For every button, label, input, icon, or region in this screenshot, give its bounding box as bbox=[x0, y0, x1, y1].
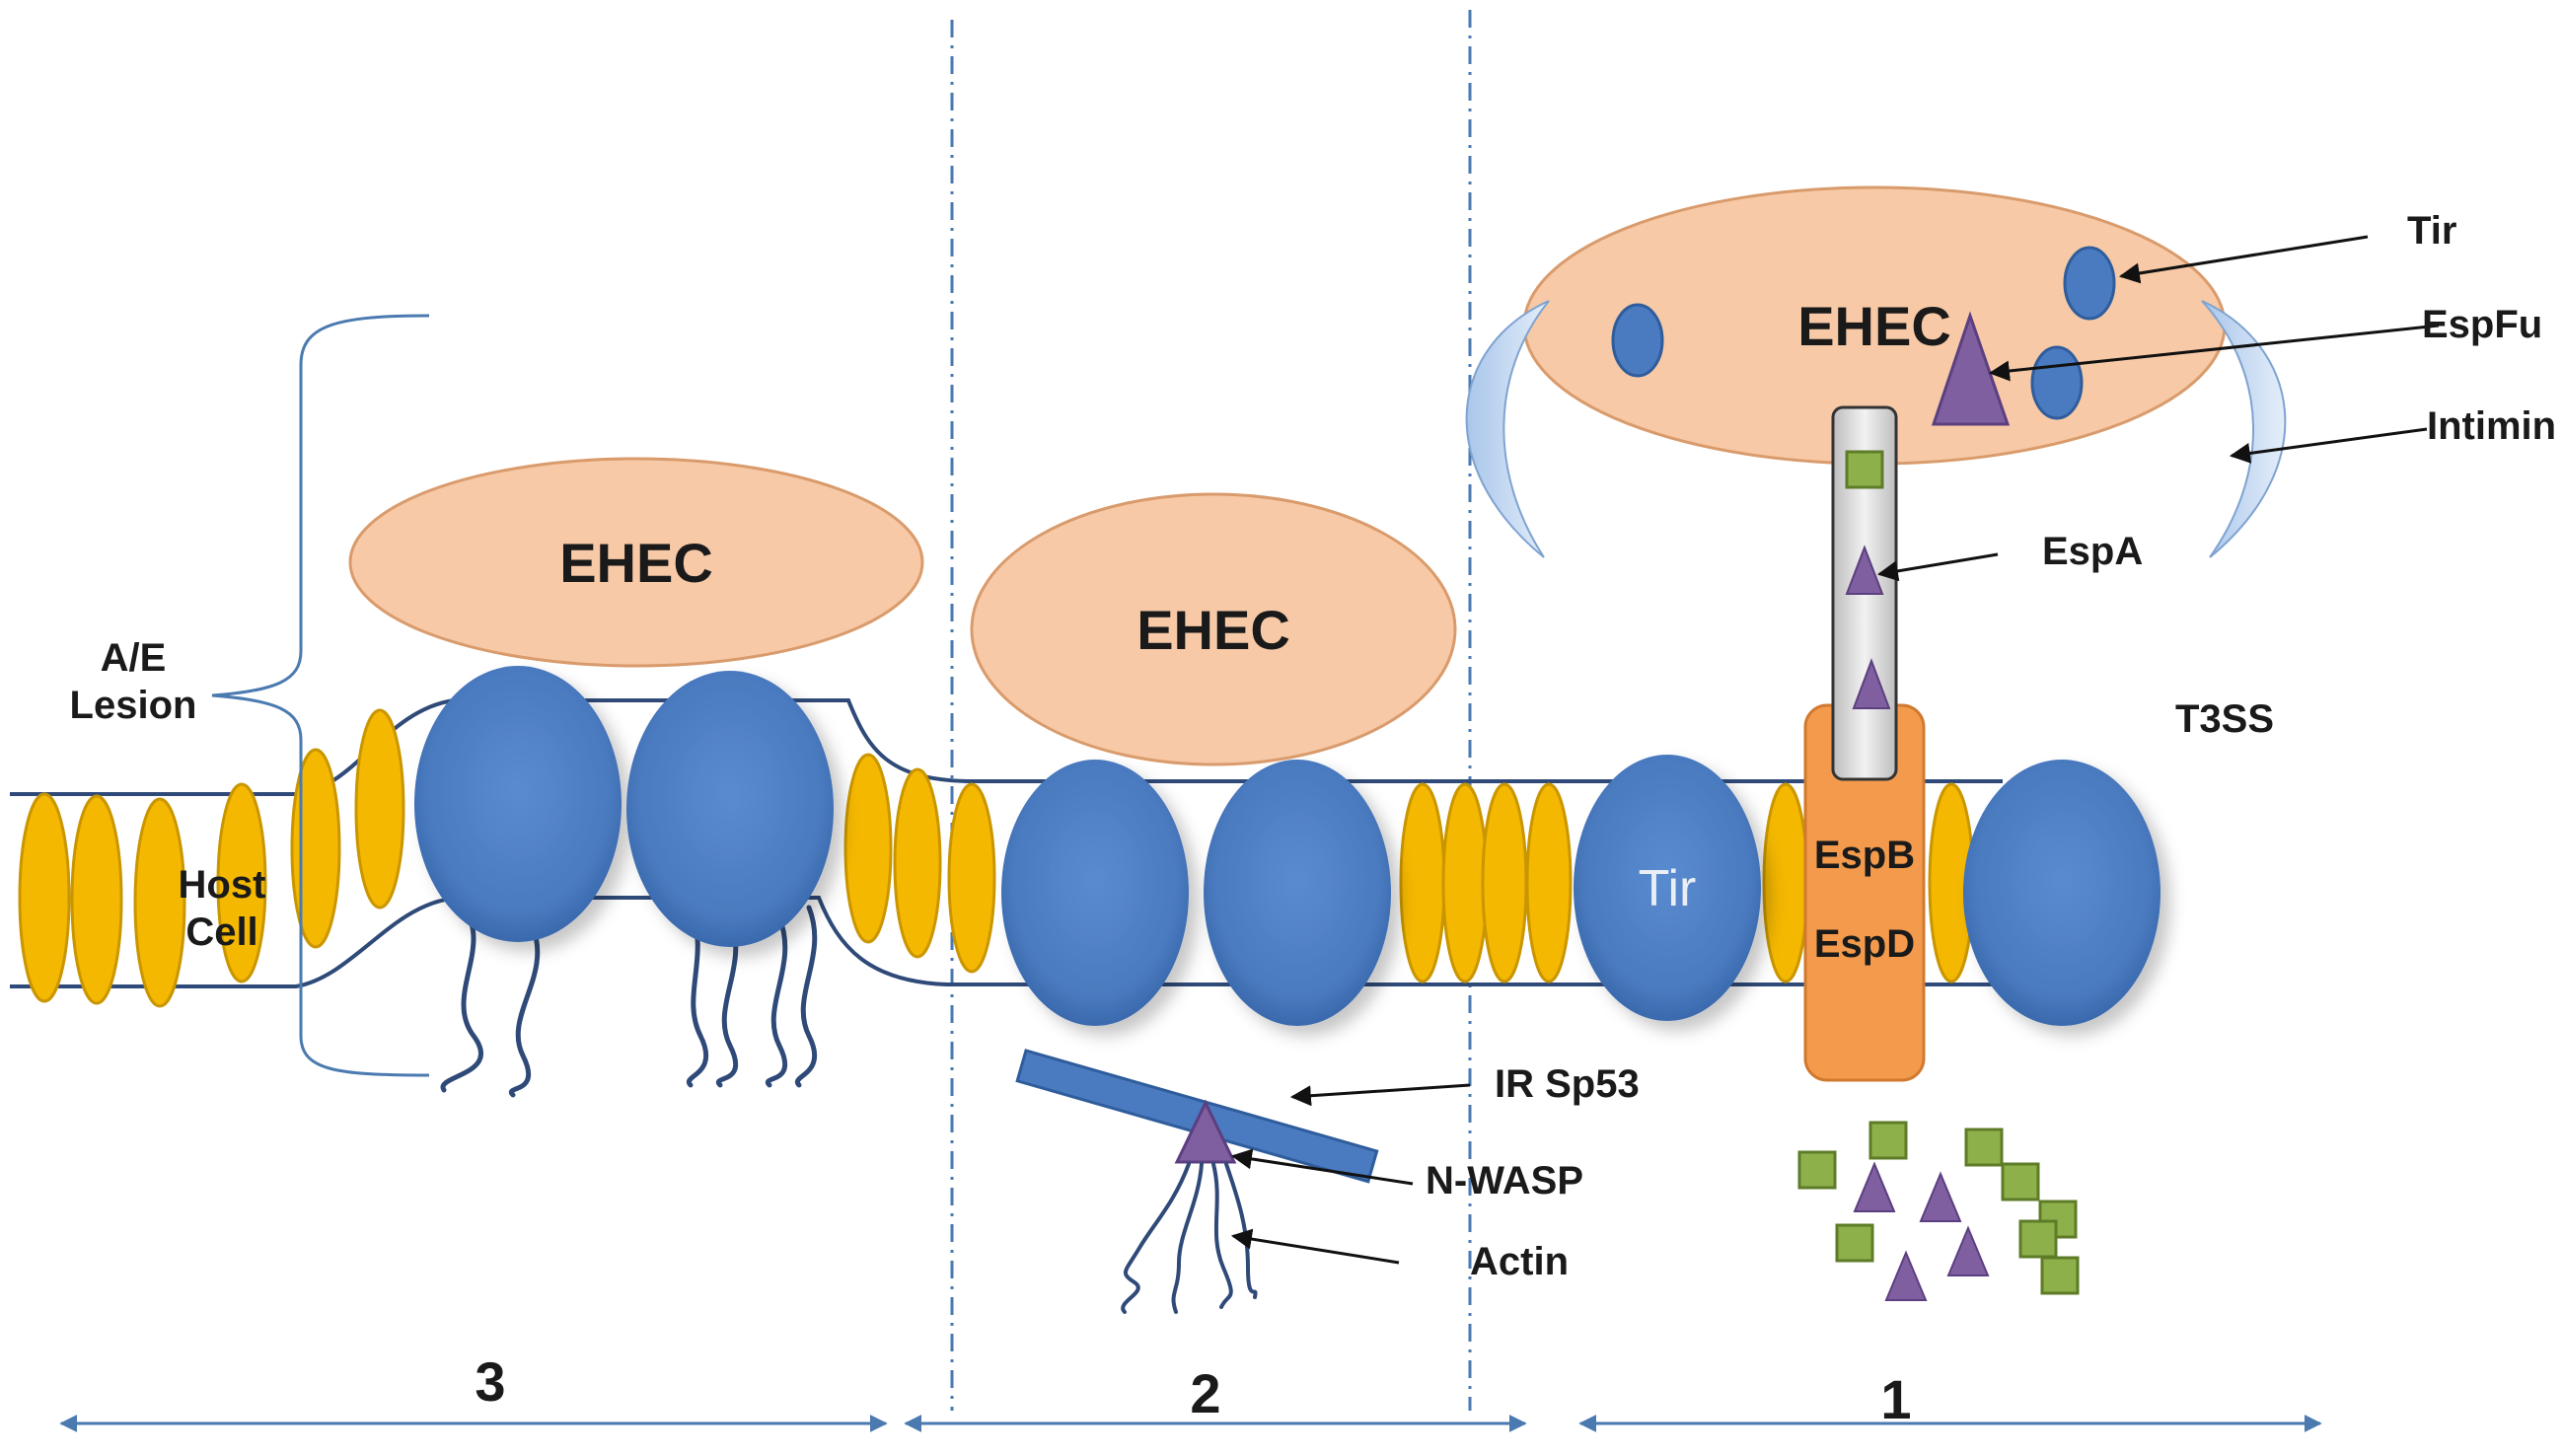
tir-oval-icon bbox=[1611, 246, 2116, 420]
espfu-label: EspFu bbox=[2422, 303, 2542, 346]
bacterium-left: EHEC bbox=[348, 457, 924, 668]
effector-square-icon bbox=[1845, 450, 1884, 489]
effector-triangle-icon bbox=[1852, 658, 1891, 709]
callout-arrows bbox=[1230, 235, 2440, 1265]
espb-label: EspB bbox=[1814, 834, 1915, 877]
released-effector-squares bbox=[1797, 1121, 2080, 1295]
ae-lesion-label-line1: A/E bbox=[101, 636, 167, 680]
nwasp-triangle-icon bbox=[1174, 1099, 1237, 1164]
ehec-label-middle: EHEC bbox=[1136, 599, 1290, 661]
effector-triangle-icon bbox=[1845, 545, 1884, 595]
stage-1-label: 1 bbox=[1880, 1368, 1911, 1430]
actin-label: Actin bbox=[1470, 1240, 1569, 1283]
irsp53-label: IR Sp53 bbox=[1495, 1062, 1640, 1106]
ae-lesion-label-line2: Lesion bbox=[70, 684, 197, 727]
actin-filaments-stage3 bbox=[440, 905, 818, 1098]
actin-filaments-stage2 bbox=[1121, 1162, 1258, 1314]
tir-membrane-label: Tir bbox=[1639, 860, 1697, 917]
host-cell-label-line1: Host bbox=[179, 863, 266, 907]
bacterium-middle: EHEC bbox=[970, 492, 1457, 766]
ehec-label-right: EHEC bbox=[1797, 295, 1951, 357]
stage-2-label: 2 bbox=[1190, 1362, 1220, 1424]
espd-label: EspD bbox=[1814, 922, 1915, 966]
ae-lesion-bracket bbox=[211, 314, 430, 1077]
membrane-proteins bbox=[414, 666, 2160, 1026]
host-cell-label-line2: Cell bbox=[185, 910, 257, 954]
ehec-label-left: EHEC bbox=[559, 532, 713, 594]
intimin-label: Intimin bbox=[2427, 404, 2556, 448]
intimin-crescent-icon-left bbox=[1465, 300, 1550, 558]
nwasp-label: N-WASP bbox=[1426, 1159, 1583, 1202]
t3ss-label: T3SS bbox=[2175, 697, 2274, 741]
intimin-crescent-icon-right bbox=[2201, 300, 2287, 558]
stage-3-label: 3 bbox=[475, 1350, 505, 1413]
lipid-bilayer bbox=[18, 708, 1975, 1008]
tir-callout-label: Tir bbox=[2407, 209, 2456, 253]
released-effector-triangles bbox=[1853, 1161, 1990, 1301]
espa-label: EspA bbox=[2042, 530, 2143, 573]
